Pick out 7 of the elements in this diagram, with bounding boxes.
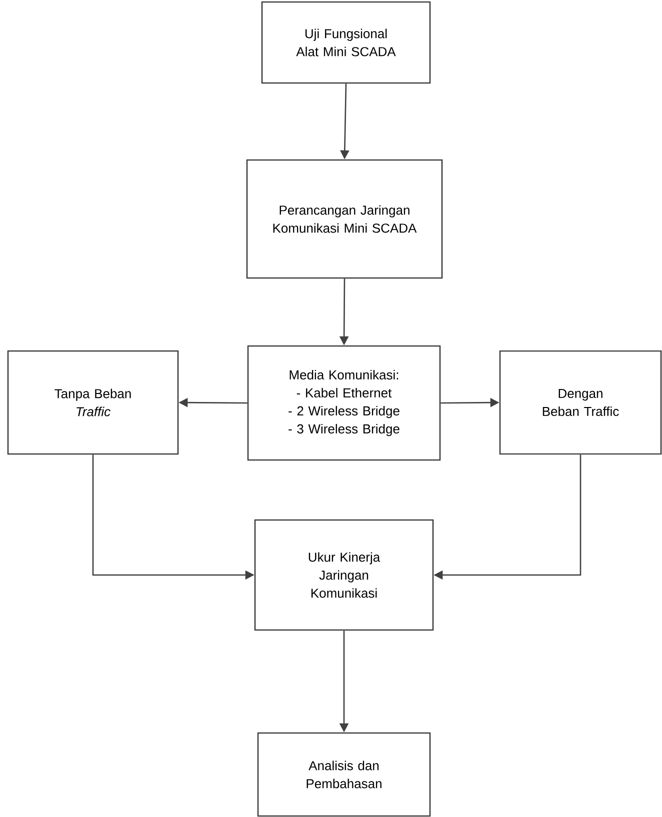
process-box: Uji Fungsional Alat Mini SCADA bbox=[261, 1, 431, 84]
process-box: Perancangan Jaringan Komunikasi Mini SCADA bbox=[246, 159, 443, 279]
process-box: Tanpa Beban Traffic bbox=[7, 350, 179, 455]
process-box: Analisis dan Pembahasan bbox=[257, 732, 431, 817]
process-box: Dengan Beban Traffic bbox=[499, 350, 662, 455]
process-box: Ukur Kinerja Jaringan Komunikasi bbox=[254, 519, 434, 631]
process-box: Media Komunikasi: - Kabel Ethernet - 2 Wireless Bridge - 3 Wireless Bridge bbox=[247, 345, 441, 461]
